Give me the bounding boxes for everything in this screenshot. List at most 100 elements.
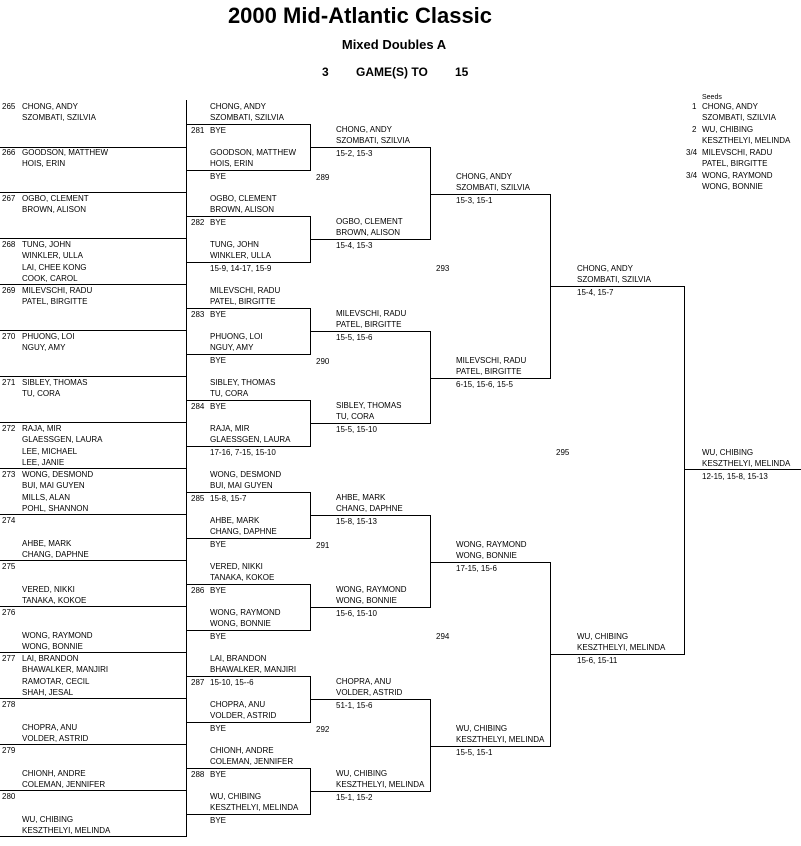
entry-player: CHANG, DAPHNE — [22, 550, 89, 559]
event-subtitle: Mixed Doubles A — [341, 37, 447, 52]
entry-player: TU, CORA — [22, 389, 61, 398]
games-label: GAME(S) TO — [356, 65, 428, 79]
r1-line — [186, 768, 310, 769]
match-score: 17-15, 15-6 — [456, 564, 497, 573]
entry-player: MILLS, ALAN — [22, 493, 71, 502]
champion-player: WU, CHIBING — [702, 448, 754, 457]
entry-player: VERED, NIKKI — [22, 585, 75, 594]
r1-player: VOLDER, ASTRID — [210, 711, 277, 720]
entry-player: CHOPRA, ANU — [22, 723, 78, 732]
r2-player: TU, CORA — [336, 412, 375, 421]
r1-line — [186, 584, 310, 585]
r1-line — [186, 722, 310, 723]
entry-number: 274 — [2, 516, 16, 525]
r2-line — [310, 239, 430, 240]
entry-number: 265 — [2, 102, 16, 111]
entry-player: PHUONG, LOI — [22, 332, 75, 341]
entry-line — [0, 376, 186, 377]
r1-player: SZOMBATI, SZILVIA — [210, 113, 284, 122]
match-score: 15-1, 15-2 — [336, 793, 373, 802]
seed-player: MILEVSCHI, RADU — [702, 148, 773, 157]
match-score: 15-5, 15-1 — [456, 748, 493, 757]
r3-player: SZOMBATI, SZILVIA — [456, 183, 530, 192]
r1-player: CHONG, ANDY — [210, 102, 267, 111]
entry-line — [0, 422, 186, 423]
entry-player: POHL, SHANNON — [22, 504, 89, 513]
match-number: 285 — [191, 494, 205, 503]
r2-connector — [430, 331, 431, 424]
r1-player: CHANG, DAPHNE — [210, 527, 277, 536]
entry-line — [0, 836, 186, 837]
r2-player: WONG, BONNIE — [336, 596, 397, 605]
r3-line — [430, 562, 550, 563]
r1-line — [186, 400, 310, 401]
r1-line — [186, 262, 310, 263]
entry-line — [0, 698, 186, 699]
match-number: 294 — [436, 632, 450, 641]
match-number: 284 — [191, 402, 205, 411]
r4-player: KESZTHELYI, MELINDA — [577, 643, 666, 652]
r2-player: MILEVSCHI, RADU — [336, 309, 407, 318]
r3-player: MILEVSCHI, RADU — [456, 356, 527, 365]
entry-player: BROWN, ALISON — [22, 205, 87, 214]
r3-player: WU, CHIBING — [456, 724, 508, 733]
r1-player: PHUONG, LOI — [210, 332, 263, 341]
seed-player: WU, CHIBING — [702, 125, 754, 134]
r1-line — [186, 124, 310, 125]
round1-connector — [186, 100, 187, 837]
r1-player: GOODSON, MATTHEW — [210, 148, 297, 157]
entry-number: 280 — [2, 792, 16, 801]
entry-player: SHAH, JESAL — [22, 688, 74, 697]
entry-number: 267 — [2, 194, 16, 203]
r1-player: HOIS, ERIN — [210, 159, 254, 168]
match-number: 292 — [316, 725, 330, 734]
entry-player: LAI, BRANDON — [22, 654, 79, 663]
match-score: BYE — [210, 402, 227, 411]
entry-line — [0, 238, 186, 239]
entry-player: RAMOTAR, CECIL — [22, 677, 90, 686]
r1-player: COLEMAN, JENNIFER — [210, 757, 294, 766]
entry-line — [0, 606, 186, 607]
seeds-label: Seeds — [702, 94, 722, 101]
r4-player: CHONG, ANDY — [577, 264, 634, 273]
r1-player: TANAKA, KOKOE — [210, 573, 275, 582]
r1-player: TUNG, JOHN — [210, 240, 259, 249]
r2-player: CHOPRA, ANU — [336, 677, 392, 686]
entry-player: PATEL, BIRGITTE — [22, 297, 88, 306]
r2-player: CHONG, ANDY — [336, 125, 393, 134]
match-score: BYE — [210, 816, 227, 825]
match-score: 17-16, 7-15, 15-10 — [210, 448, 276, 457]
entry-player: COOK, CAROL — [22, 274, 78, 283]
r1-player: CHIONH, ANDRE — [210, 746, 274, 755]
entry-player: COLEMAN, JENNIFER — [22, 780, 106, 789]
match-number: 283 — [191, 310, 205, 319]
r2-line — [310, 423, 430, 424]
seed-player: WONG, BONNIE — [702, 182, 763, 191]
r4-connector — [684, 286, 685, 655]
r2-player: BROWN, ALISON — [336, 228, 401, 237]
champion-player: KESZTHELYI, MELINDA — [702, 459, 791, 468]
match-score: 15-10, 15--6 — [210, 678, 254, 687]
entry-player: LEE, JANIE — [22, 458, 65, 467]
r3-line — [430, 746, 550, 747]
match-number: 295 — [556, 448, 570, 457]
r1-player: VERED, NIKKI — [210, 562, 263, 571]
entry-player: WONG, DESMOND — [22, 470, 94, 479]
r1-player: KESZTHELYI, MELINDA — [210, 803, 299, 812]
r3-player: KESZTHELYI, MELINDA — [456, 735, 545, 744]
r1-player: AHBE, MARK — [210, 516, 260, 525]
match-score: 6-15, 15-6, 15-5 — [456, 380, 513, 389]
r2-connector — [430, 147, 431, 240]
match-score: 15-6, 15-11 — [577, 656, 618, 665]
r3-player: CHONG, ANDY — [456, 172, 513, 181]
r2-player: WU, CHIBING — [336, 769, 388, 778]
match-number: 293 — [436, 264, 450, 273]
games-count: 3 — [322, 65, 329, 79]
r2-player: WONG, RAYMOND — [336, 585, 407, 594]
r1-player: LAI, BRANDON — [210, 654, 267, 663]
entry-player: HOIS, ERIN — [22, 159, 66, 168]
entry-player: CHIONH, ANDRE — [22, 769, 86, 778]
r1-player: BROWN, ALISON — [210, 205, 275, 214]
r2-line — [310, 147, 430, 148]
